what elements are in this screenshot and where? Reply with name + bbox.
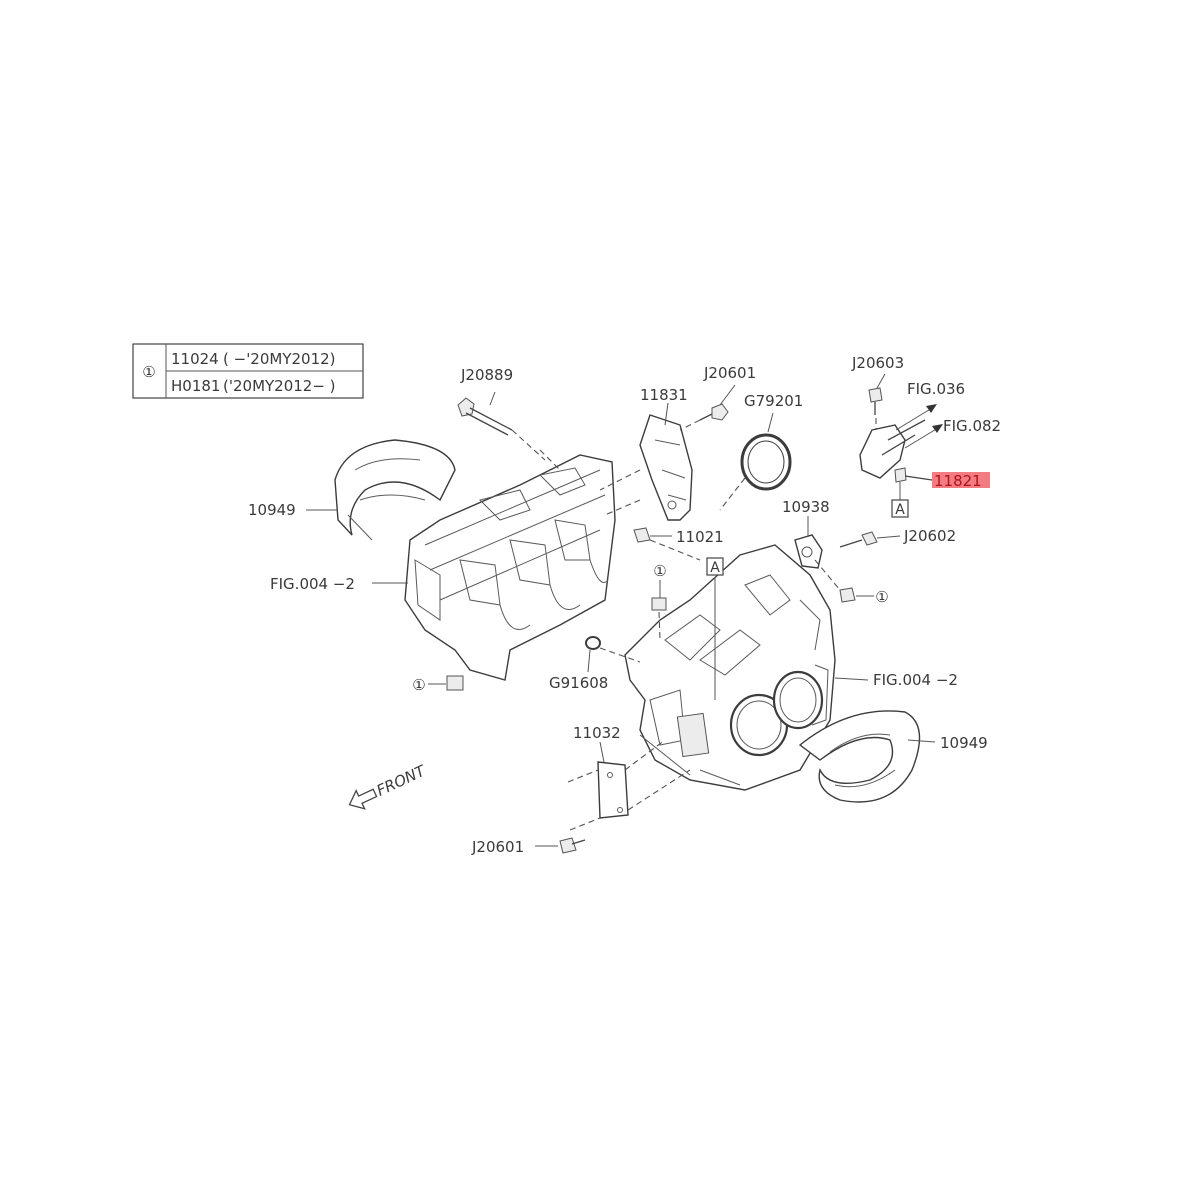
label-j20601-bottom: J20601 xyxy=(471,838,524,856)
legend-row-1-note: ( −'20MY2012) xyxy=(223,350,336,368)
label-11021: 11021 xyxy=(676,528,724,546)
label-g79201: G79201 xyxy=(744,392,803,410)
legend-symbol: ① xyxy=(142,363,155,381)
seal-ring-g79201 xyxy=(740,433,792,491)
bracket-11831 xyxy=(639,414,693,521)
label-fig082: FIG.082 xyxy=(943,417,1001,435)
oil-pipe-assembly-11821 xyxy=(859,387,933,483)
right-crankcase-half xyxy=(585,527,878,791)
label-j20889: J20889 xyxy=(460,366,513,384)
label-fig004-left: FIG.004 −2 xyxy=(270,575,355,593)
cover-plate-11032 xyxy=(559,761,629,854)
left-crankcase-half xyxy=(404,397,616,691)
part-labels: J20889 11831 J20601 G79201 J20603 FIG.03… xyxy=(248,354,1001,856)
front-direction-indicator: FRONT xyxy=(348,761,430,810)
label-10949-left: 10949 xyxy=(248,501,296,519)
label-fig004-right: FIG.004 −2 xyxy=(873,671,958,689)
legend-row-1-part: 11024 xyxy=(171,350,219,368)
circ-marker-top: ① xyxy=(653,562,666,580)
legend-row-2-note: ('20MY2012− ) xyxy=(223,377,336,395)
legend-box: ① 11024 ( −'20MY2012) H0181 ('20MY2012− … xyxy=(132,343,364,399)
label-11821: 11821 xyxy=(934,472,982,490)
label-fig036: FIG.036 xyxy=(907,380,965,398)
left-baffle-plate xyxy=(334,439,456,541)
label-11831: 11831 xyxy=(640,386,688,404)
leader-lines xyxy=(306,373,943,847)
label-j20603: J20603 xyxy=(851,354,904,372)
ref-box-a-block: A xyxy=(710,560,720,576)
reference-markers: ① ① ① A A xyxy=(412,499,909,694)
circ-marker-left: ① xyxy=(412,676,425,694)
label-10949-right: 10949 xyxy=(940,734,988,752)
label-11032: 11032 xyxy=(573,724,621,742)
circ-marker-right: ① xyxy=(875,588,888,606)
assembly-guide-lines xyxy=(511,418,877,831)
label-j20602: J20602 xyxy=(903,527,956,545)
bolt-j20601-top xyxy=(699,403,729,421)
ref-box-a-pipe: A xyxy=(895,502,905,518)
label-j20601-top: J20601 xyxy=(703,364,756,382)
front-label: FRONT xyxy=(374,761,430,800)
highlight-11821 xyxy=(932,472,990,488)
right-baffle-plate xyxy=(798,710,921,803)
label-10938: 10938 xyxy=(782,498,830,516)
legend-row-2-part: H0181 xyxy=(171,377,220,395)
label-g91608: G91608 xyxy=(549,674,608,692)
